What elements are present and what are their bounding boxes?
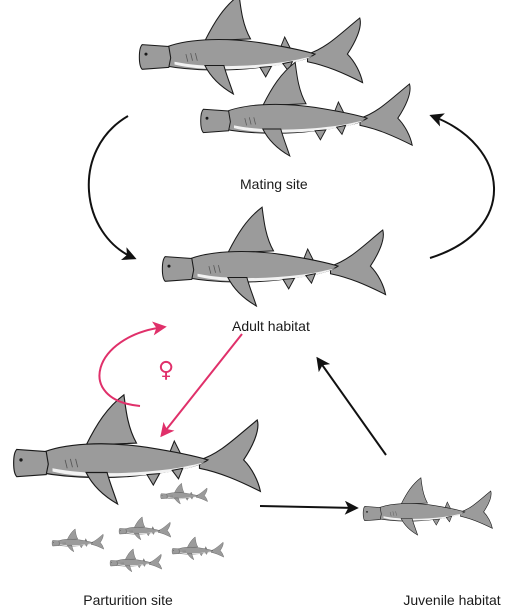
adult-shark-icon	[162, 207, 385, 306]
adult-shark-icon	[201, 62, 413, 156]
juvenile-habitat-label: Juvenile habitat	[403, 592, 500, 608]
arrow-female-return-to-adult	[99, 327, 164, 406]
pup-shark-icon	[172, 537, 224, 560]
arrow-adult-to-mating	[430, 116, 494, 258]
pup-shark-icon	[119, 517, 171, 540]
juvenile-shark-icon	[363, 478, 492, 535]
arrow-female-to-parturition	[162, 334, 242, 435]
adult-shark-icon	[14, 395, 261, 504]
pup-shark-icon	[52, 529, 104, 552]
adult-shark-icon	[139, 0, 362, 94]
parturition-site-label: Parturition site	[83, 592, 172, 608]
pup-shark-icon	[110, 549, 162, 572]
mating-site-label: Mating site	[240, 176, 308, 192]
arrow-parturition-to-juvenile	[260, 506, 356, 508]
pup-shark-icon	[161, 483, 208, 504]
female-symbol-icon: ♀	[158, 360, 174, 382]
adult-habitat-label: Adult habitat	[232, 318, 310, 334]
arrow-mating-to-adult	[89, 116, 134, 258]
arrow-juvenile-to-adult	[318, 359, 386, 455]
